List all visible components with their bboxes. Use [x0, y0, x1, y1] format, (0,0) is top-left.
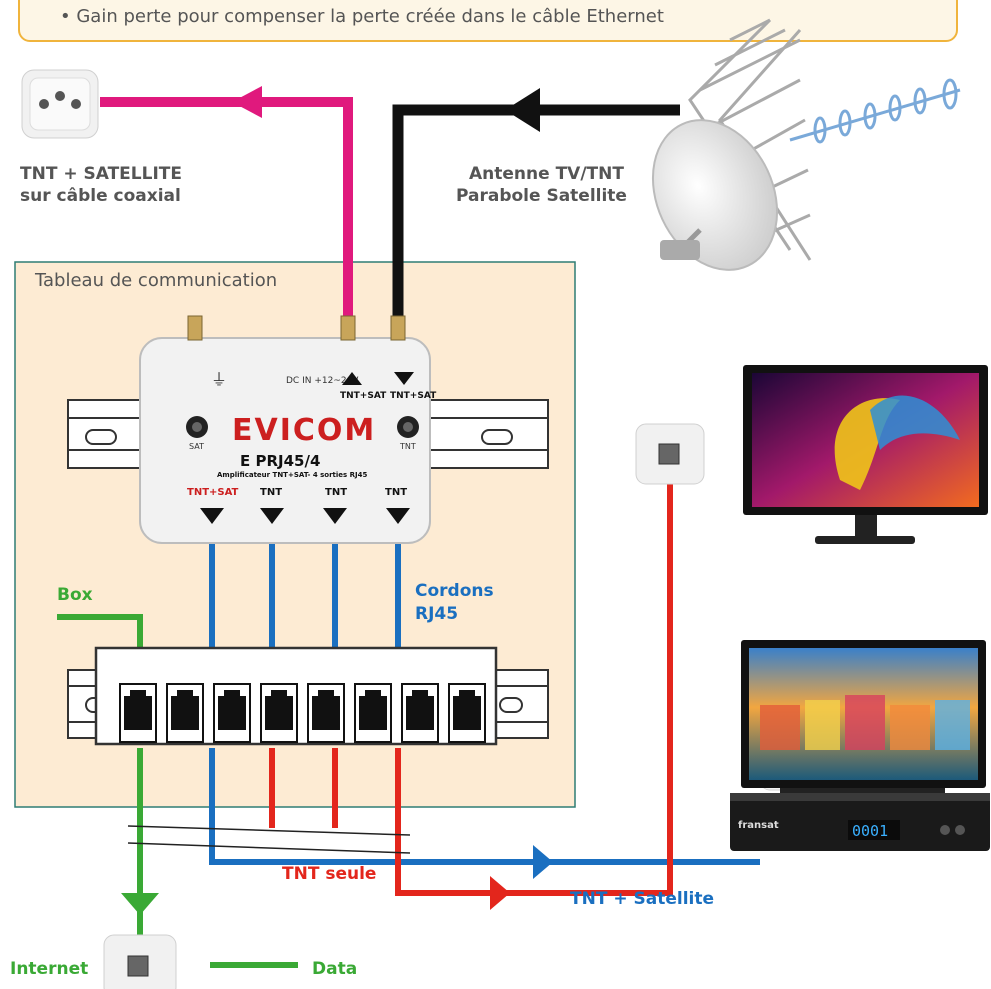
rj45-wall-outlet-green: [103, 934, 177, 989]
receiver-display: 0001: [852, 822, 888, 840]
label-tnt-satellite: TNT + Satellite: [570, 889, 715, 909]
label-cordons-1: Cordons: [415, 581, 494, 601]
antenna-cable-black: [392, 104, 680, 322]
dc-in-label: DC IN +12~24V: [286, 376, 359, 386]
rj45-port: [307, 683, 345, 743]
label-antenna-2: Parabole Satellite: [456, 186, 627, 206]
rj45-wall-outlet-red: [635, 423, 705, 485]
coax-cable-pink: [100, 97, 353, 322]
flat-tv-illustration: [743, 365, 988, 544]
rj45-port: [260, 683, 298, 743]
rj45-port: [401, 683, 439, 743]
brand-evicom: EVICOM: [232, 413, 376, 448]
tv-with-receiver-illustration: 0001 fransat: [730, 640, 990, 851]
rj45-cords-blue: [209, 540, 401, 655]
output-label-1: TNT+SAT: [187, 487, 239, 498]
antenna-dish-illustration: [651, 18, 961, 271]
knob-tnt-label: TNT: [399, 442, 416, 451]
arrow-green: [121, 893, 159, 915]
tnt-seule-cable-red: [269, 474, 673, 896]
input-label-1: TNT+SAT: [340, 391, 387, 401]
amplifier-evicom: ⏚ DC IN +12~24V TNT+SAT TNT+SAT SAT TNT …: [139, 315, 437, 544]
header-note-box: • Gain perte pour compenser la perte cré…: [18, 0, 958, 42]
rj45-port: [213, 683, 251, 743]
arrow-black: [505, 88, 540, 132]
coax-wall-outlet: [21, 69, 99, 139]
arrow-red: [490, 876, 510, 910]
rj45-port: [119, 683, 157, 743]
label-cordons-2: RJ45: [415, 604, 459, 624]
cable-break-marks: [127, 825, 411, 854]
tnt-satellite-cable-blue: [209, 748, 760, 865]
header-note-text: • Gain perte pour compenser la perte cré…: [60, 6, 664, 27]
model-label: E PRJ45/4: [240, 452, 320, 470]
rj45-port: [448, 683, 486, 743]
label-data: Data: [312, 959, 358, 979]
arrow-pink: [232, 86, 262, 118]
receiver-brand: fransat: [738, 820, 779, 831]
svg-text:⏚: ⏚: [211, 370, 227, 389]
label-tnt-seule: TNT seule: [282, 864, 377, 884]
patch-ports: [119, 683, 486, 743]
label-antenna-1: Antenne TV/TNT: [469, 164, 624, 184]
arrow-blue: [533, 845, 553, 879]
knob-sat-label: SAT: [189, 442, 204, 451]
label-box: Box: [57, 585, 93, 605]
panel-title: Tableau de communication: [35, 270, 278, 291]
label-internet: Internet: [10, 959, 89, 979]
label-tnt-sat-2: sur câble coaxial: [20, 186, 181, 206]
output-label-2: TNT: [260, 487, 282, 498]
output-label-3: TNT: [325, 487, 347, 498]
input-label-2: TNT+SAT: [390, 391, 437, 401]
rj45-port: [354, 683, 392, 743]
rj45-port: [166, 683, 204, 743]
label-tnt-sat-1: TNT + SATELLITE: [20, 164, 182, 184]
amp-subtitle: Amplificateur TNT+SAT- 4 sorties RJ45: [217, 471, 368, 479]
output-label-4: TNT: [385, 487, 407, 498]
